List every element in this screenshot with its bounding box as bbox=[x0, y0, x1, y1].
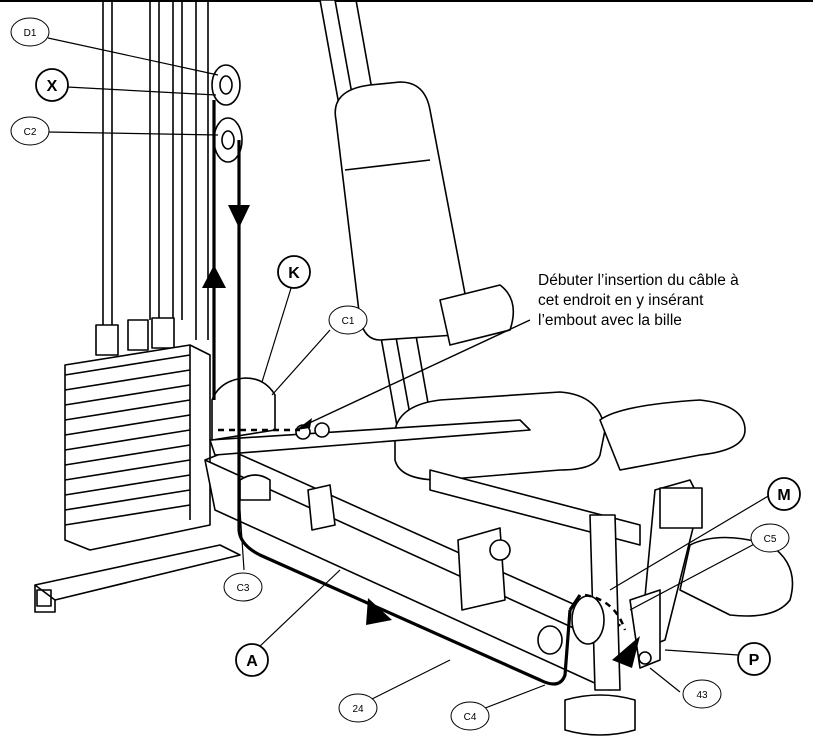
label-c5: C5 bbox=[750, 523, 790, 553]
label-a: A bbox=[235, 643, 269, 677]
arrow-down-icon bbox=[228, 205, 250, 228]
svg-text:D1: D1 bbox=[24, 28, 37, 39]
cable-hidden bbox=[218, 428, 627, 631]
label-k: K bbox=[277, 255, 311, 289]
label-c1: C1 bbox=[328, 305, 368, 335]
cable-path bbox=[212, 100, 582, 686]
insertion-instruction: Débuter l’insertion du câble à cet endro… bbox=[538, 271, 808, 331]
svg-text:A: A bbox=[246, 653, 258, 670]
svg-text:C4: C4 bbox=[464, 712, 477, 723]
svg-text:C2: C2 bbox=[24, 127, 37, 138]
label-p: P bbox=[737, 642, 771, 676]
svg-text:C1: C1 bbox=[342, 316, 355, 327]
svg-text:K: K bbox=[288, 265, 300, 282]
annotation-pointer bbox=[304, 319, 531, 426]
svg-text:P: P bbox=[749, 652, 760, 669]
svg-text:43: 43 bbox=[696, 690, 708, 701]
instruction-line-1: Débuter l’insertion du câble à bbox=[538, 272, 739, 289]
machine-frame bbox=[34, 0, 794, 736]
leader-lines bbox=[47, 37, 771, 711]
direction-arrows bbox=[202, 205, 640, 668]
arrow-diagonal-icon bbox=[612, 636, 640, 668]
label-c4: C4 bbox=[450, 701, 490, 731]
label-m: M bbox=[767, 477, 801, 511]
label-c2: C2 bbox=[10, 116, 50, 146]
part-labels: D1 X C2 K C1 C3 A 24 C4 M C5 P 43 bbox=[10, 17, 801, 731]
svg-text:X: X bbox=[47, 78, 58, 95]
label-43: 43 bbox=[682, 679, 722, 709]
arrow-up-icon bbox=[202, 265, 226, 288]
svg-text:M: M bbox=[777, 487, 790, 504]
svg-text:C3: C3 bbox=[237, 583, 250, 594]
label-24: 24 bbox=[338, 693, 378, 723]
svg-text:24: 24 bbox=[352, 704, 364, 715]
label-c3: C3 bbox=[223, 572, 263, 602]
instruction-line-3: l’embout avec la bille bbox=[538, 312, 682, 329]
label-d1: D1 bbox=[10, 17, 50, 47]
pointer-arrowhead-icon bbox=[296, 418, 312, 430]
label-x: X bbox=[35, 68, 69, 102]
svg-text:C5: C5 bbox=[764, 534, 777, 545]
instruction-line-2: cet endroit en y insérant bbox=[538, 292, 704, 309]
arrow-right-icon bbox=[366, 598, 392, 625]
